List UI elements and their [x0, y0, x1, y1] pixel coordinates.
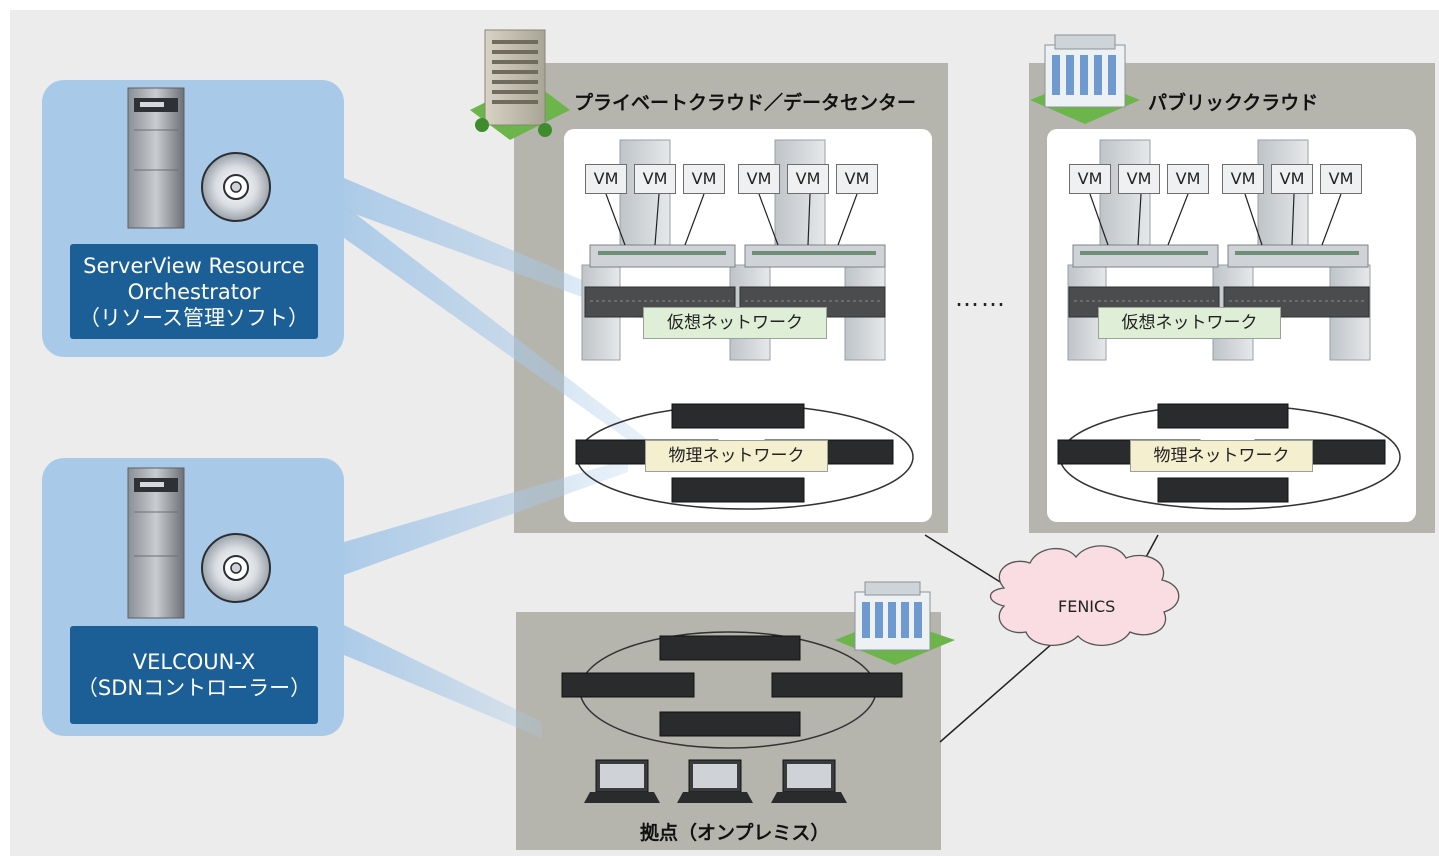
- ror-beam-virtual: [344, 178, 645, 320]
- public-cloud-title: パブリッククラウド: [1148, 92, 1319, 114]
- ror-label-line: Orchestrator: [127, 279, 261, 304]
- vm-box: VM: [683, 164, 725, 194]
- public-cloud-building-icon: [1030, 34, 1140, 124]
- vm-box: VM: [1069, 164, 1111, 194]
- public-virtual-network-label: 仮想ネットワーク: [1098, 307, 1281, 339]
- vm-box: VM: [634, 164, 676, 194]
- onpremise-switches: [561, 631, 903, 749]
- onpremise-to-fenics-line: [939, 627, 1071, 743]
- vm-box: VM: [1167, 164, 1209, 194]
- sdn-label: VELCOUN-X （SDNコントローラー）: [70, 626, 318, 724]
- vm-box: VM: [738, 164, 780, 194]
- sdn-server-icon: [127, 467, 185, 619]
- public-cloud-servers: [1067, 139, 1371, 361]
- private-physical-network-label: 物理ネットワーク: [645, 440, 828, 472]
- ror-cd-icon: [201, 152, 271, 222]
- fenics-cloud: [989, 545, 1180, 647]
- laptop-icon: [677, 759, 753, 803]
- ror-label: ServerView Resource Orchestrator （リソース管理…: [70, 244, 318, 339]
- private-cloud-title: プライベートクラウド／データセンター: [574, 92, 917, 114]
- sdn-cd-icon: [201, 533, 271, 603]
- onpremise-title: 拠点（オンプレミス）: [640, 822, 830, 844]
- ror-label-line: ServerView Resource: [83, 253, 305, 278]
- vm-box: VM: [1320, 164, 1362, 194]
- vm-box: VM: [836, 164, 878, 194]
- private-to-fenics-line: [924, 534, 1006, 586]
- ror-beam-physical: [344, 205, 648, 454]
- onpremise-building-icon: [835, 581, 955, 665]
- datacenter-building-icon: [470, 29, 570, 140]
- laptop-icon: [584, 759, 660, 803]
- vm-box: VM: [585, 164, 627, 194]
- fenics-label: FENICS: [1058, 597, 1116, 616]
- sdn-beam-onpremise: [344, 625, 542, 738]
- vm-box: VM: [1118, 164, 1160, 194]
- sdn-label-line: VELCOUN-X: [132, 650, 256, 674]
- vm-box: VM: [787, 164, 829, 194]
- vm-box: VM: [1222, 164, 1264, 194]
- sdn-beam-physical: [344, 459, 628, 575]
- vm-box: VM: [1271, 164, 1313, 194]
- laptop-icon: [771, 759, 847, 803]
- more-clouds-ellipsis: ……: [955, 284, 1007, 312]
- ror-server-icon: [127, 87, 185, 229]
- private-virtual-network-label: 仮想ネットワーク: [643, 307, 827, 339]
- public-physical-network-label: 物理ネットワーク: [1130, 440, 1313, 472]
- ror-label-line: （リソース管理ソフト）: [79, 305, 309, 330]
- sdn-label-line: （SDNコントローラー）: [76, 676, 312, 700]
